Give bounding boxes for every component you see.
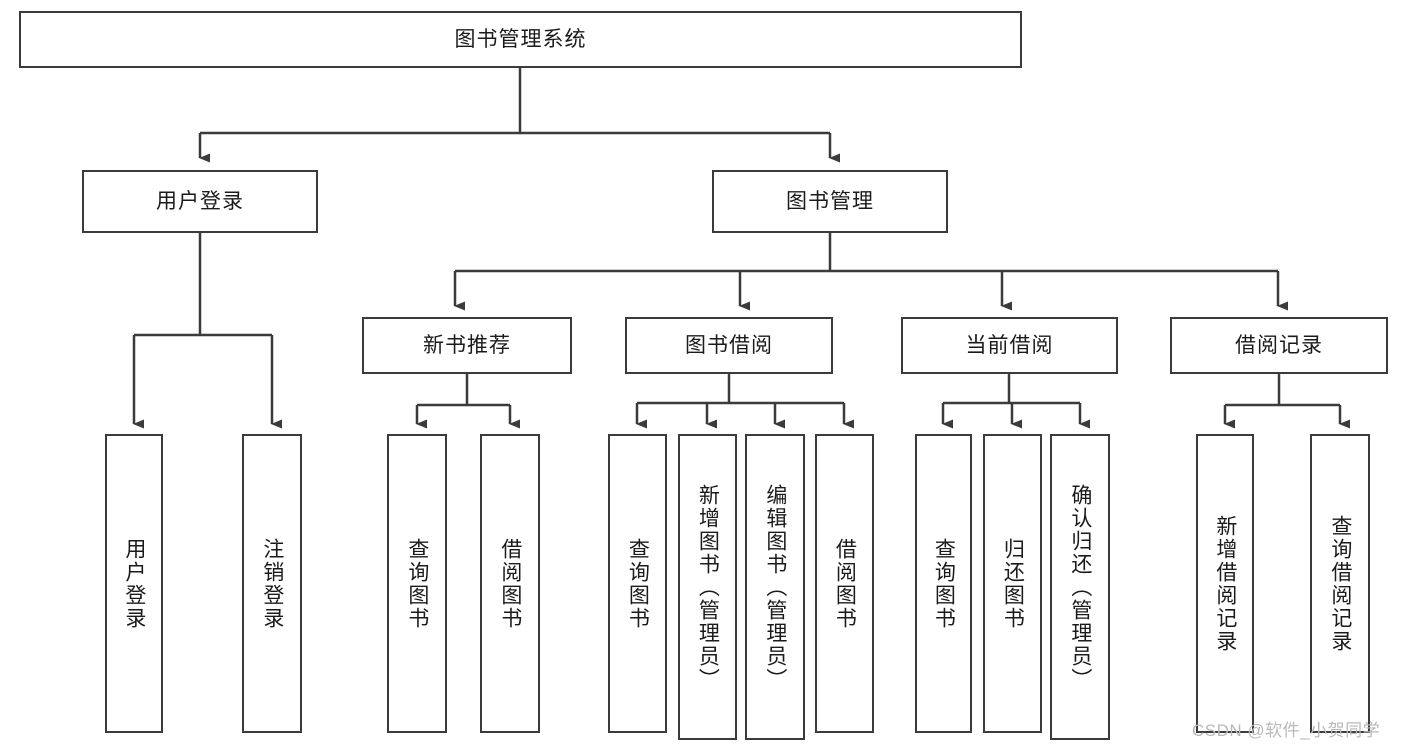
- node-label: 借阅记录: [1235, 333, 1323, 357]
- node-book-management[interactable]: 图书管理: [712, 170, 948, 233]
- node-label: 归还图书: [1001, 537, 1025, 630]
- leaf-book-borrow-add-book-admin[interactable]: 新增图书（管理员）: [678, 434, 737, 740]
- node-borrow-record[interactable]: 借阅记录: [1170, 317, 1388, 374]
- node-label: 新增借阅记录: [1213, 514, 1237, 653]
- node-label: 新书推荐: [423, 333, 511, 357]
- leaf-new-book-borrow-book[interactable]: 借阅图书: [480, 434, 540, 733]
- node-label: 查询借阅记录: [1328, 514, 1352, 653]
- leaf-borrow-record-add-record[interactable]: 新增借阅记录: [1196, 434, 1254, 733]
- node-current-borrow[interactable]: 当前借阅: [901, 317, 1118, 374]
- node-label: 确认归还（管理员）: [1068, 483, 1092, 691]
- node-book-borrow[interactable]: 图书借阅: [625, 317, 833, 374]
- node-label: 图书管理: [786, 189, 874, 213]
- node-label: 图书管理系统: [454, 27, 587, 51]
- node-label: 借阅图书: [833, 537, 857, 630]
- node-label: 编辑图书（管理员）: [763, 483, 787, 691]
- node-label: 借阅图书: [498, 537, 522, 630]
- leaf-book-borrow-query-book[interactable]: 查询图书: [608, 434, 667, 733]
- node-label: 查询图书: [932, 537, 956, 630]
- leaf-current-borrow-confirm-return-admin[interactable]: 确认归还（管理员）: [1050, 434, 1110, 740]
- leaf-book-borrow-borrow-book[interactable]: 借阅图书: [815, 434, 874, 733]
- leaf-current-borrow-return-book[interactable]: 归还图书: [983, 434, 1042, 733]
- node-label: 当前借阅: [965, 333, 1054, 357]
- node-root-book-management-system[interactable]: 图书管理系统: [19, 11, 1022, 68]
- node-label: 查询图书: [405, 537, 429, 630]
- csdn-watermark: CSDN @软件_小贺同学: [1192, 721, 1381, 740]
- leaf-current-borrow-query-book[interactable]: 查询图书: [915, 434, 972, 733]
- node-label: 图书借阅: [685, 333, 773, 357]
- node-label: 用户登录: [122, 537, 146, 630]
- node-user-login[interactable]: 用户登录: [82, 170, 318, 233]
- node-label: 用户登录: [156, 189, 244, 213]
- node-label: 注销登录: [260, 537, 284, 630]
- leaf-book-borrow-edit-book-admin[interactable]: 编辑图书（管理员）: [745, 434, 805, 740]
- leaf-borrow-record-query-record[interactable]: 查询借阅记录: [1310, 434, 1370, 733]
- node-label: 查询图书: [626, 537, 650, 630]
- leaf-user-login-logout[interactable]: 注销登录: [242, 434, 302, 733]
- leaf-new-book-query-book[interactable]: 查询图书: [387, 434, 447, 733]
- node-new-book-recommend[interactable]: 新书推荐: [362, 317, 572, 374]
- leaf-user-login-login[interactable]: 用户登录: [105, 434, 163, 733]
- node-label: 新增图书（管理员）: [696, 483, 720, 691]
